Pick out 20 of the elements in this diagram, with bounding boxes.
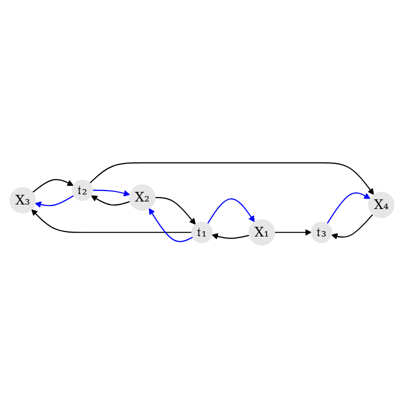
arrow [90,162,374,194]
arrow [92,189,130,196]
node-circle: 𝔱₃ [310,221,332,243]
node-circle: 𝔱₂ [72,179,94,200]
node-circle: 𝔱₁ [191,221,213,243]
arrow [274,228,312,236]
node-circle: X₁ [248,218,275,246]
arrow [91,194,130,206]
arrow [331,214,374,240]
node-circle: X₃ [10,186,36,214]
arrow [34,194,74,208]
arrow [212,232,250,240]
arrow [326,192,370,224]
arrow [207,198,255,224]
node-circle: X₂ [129,184,156,210]
arrow [32,178,74,192]
node-circle: X₄ [368,191,394,218]
arrow [31,208,192,232]
arrow [148,208,194,242]
arrow [155,196,196,224]
